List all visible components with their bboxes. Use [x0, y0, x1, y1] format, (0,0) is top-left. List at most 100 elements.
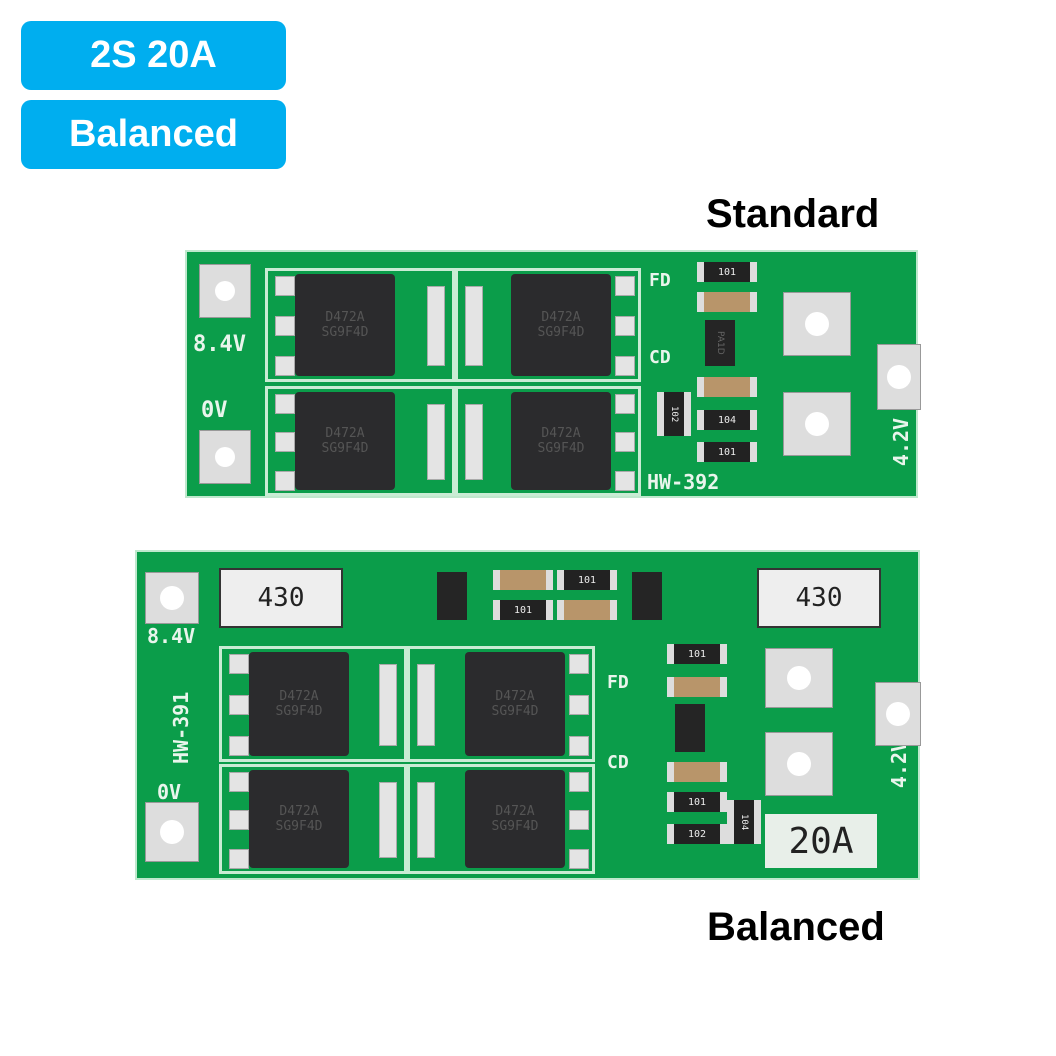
terminal-hole — [160, 586, 184, 610]
label-cd: CD — [649, 347, 671, 368]
mosfet-pin — [569, 695, 589, 715]
mosfet-pin — [569, 810, 589, 830]
mosfet-marking: SG9F4D — [275, 819, 323, 834]
mosfet-pin — [569, 771, 589, 792]
mosfet-marking: SG9F4D — [321, 325, 369, 340]
label-fd: FD — [607, 672, 629, 693]
capacitor — [557, 600, 617, 620]
resistor: 101 — [667, 792, 727, 812]
mosfet-outline — [407, 764, 595, 874]
battery-terminal — [199, 430, 251, 484]
protection-ic: PA1D — [705, 320, 735, 366]
mosfet-pin — [615, 432, 635, 452]
terminal-hole — [787, 666, 811, 690]
capacitor — [667, 677, 727, 697]
mosfet-marking: SG9F4D — [491, 819, 539, 834]
output-terminal — [765, 732, 833, 796]
output-terminal — [765, 648, 833, 708]
mosfet-pin — [275, 355, 295, 376]
terminal-hole — [215, 447, 235, 467]
mosfet-pin — [615, 316, 635, 336]
battery-terminal — [145, 572, 199, 624]
mosfet-tab — [465, 404, 483, 480]
resistor: 101 — [697, 262, 757, 282]
mosfet-tab — [379, 782, 397, 858]
spec-badge: 2S 20A — [21, 21, 286, 90]
battery-terminal — [199, 264, 251, 318]
mosfet-marking: SG9F4D — [275, 704, 323, 719]
mosfet-marking: D472A — [279, 689, 319, 704]
label-4-2v: 4.2V — [887, 739, 912, 789]
mosfet-pin — [275, 276, 295, 297]
resistor: 102 — [667, 824, 727, 844]
mosfet-outline — [265, 386, 455, 496]
mosfet-pin — [615, 470, 635, 491]
mosfet-marking: D472A — [495, 804, 535, 819]
terminal-hole — [215, 281, 235, 301]
output-terminal — [877, 344, 921, 410]
protection-ic — [675, 704, 705, 752]
type-badge: Balanced — [21, 100, 286, 169]
mosfet-marking: D472A — [325, 426, 365, 441]
mosfet-tab — [417, 664, 435, 746]
battery-terminal — [145, 802, 199, 862]
mosfet-pin — [615, 276, 635, 297]
mosfet-pin — [229, 654, 249, 675]
model-label: HW-392 — [647, 470, 720, 494]
capacitor — [697, 377, 757, 397]
mosfet-tab — [427, 404, 445, 480]
mosfet-pin — [229, 695, 249, 715]
mosfet-outline — [219, 646, 407, 762]
resistor: 104 — [727, 800, 761, 844]
mosfet-marking: D472A — [495, 689, 535, 704]
mosfet-pin — [569, 848, 589, 869]
mosfet-tab — [465, 286, 483, 366]
mosfet-marking: D472A — [541, 426, 581, 441]
protection-ic — [437, 572, 467, 620]
mosfet-outline — [407, 646, 595, 762]
label-fd: FD — [649, 270, 671, 291]
mosfet-pin — [275, 393, 295, 414]
mosfet-tab — [417, 782, 435, 858]
terminal-hole — [805, 412, 829, 436]
mosfet-pin — [569, 654, 589, 675]
rating-label: 20A — [765, 814, 877, 868]
mosfet-pin — [229, 771, 249, 792]
mosfet-pin — [229, 810, 249, 830]
standard-pcb: 8.4V 0V 4.2V FD CD HW-392 102 101 104 10… — [185, 250, 921, 498]
mosfet-outline — [455, 386, 641, 496]
label-8-4v: 8.4V — [147, 624, 196, 648]
resistor: 101 — [697, 442, 757, 462]
standard-caption: Standard — [706, 192, 880, 236]
capacitor — [667, 762, 727, 782]
resistor: 101 — [493, 600, 553, 620]
terminal-hole — [886, 702, 910, 726]
resistor: 101 — [557, 570, 617, 590]
balanced-caption: Balanced — [707, 905, 885, 949]
mosfet-tab — [379, 664, 397, 746]
mosfet-pin — [569, 735, 589, 756]
balanced-pcb: 8.4V 0V HW-391 4.2V FD CD 430 430 20A 10… — [135, 550, 921, 880]
capacitor — [493, 570, 553, 590]
output-terminal — [875, 682, 921, 746]
mosfet-outline — [455, 268, 641, 382]
resistor: 101 — [667, 644, 727, 664]
balance-resistor: 430 — [219, 568, 343, 628]
label-0v: 0V — [157, 780, 182, 804]
label-4-2v: 4.2V — [889, 417, 914, 467]
terminal-hole — [805, 312, 829, 336]
output-terminal — [783, 392, 851, 456]
mosfet-pin — [615, 355, 635, 376]
mosfet-tab — [427, 286, 445, 366]
mosfet-marking: D472A — [325, 310, 365, 325]
mosfet-pin — [275, 316, 295, 336]
mosfet-outline — [219, 764, 407, 874]
mosfet-marking: SG9F4D — [491, 704, 539, 719]
